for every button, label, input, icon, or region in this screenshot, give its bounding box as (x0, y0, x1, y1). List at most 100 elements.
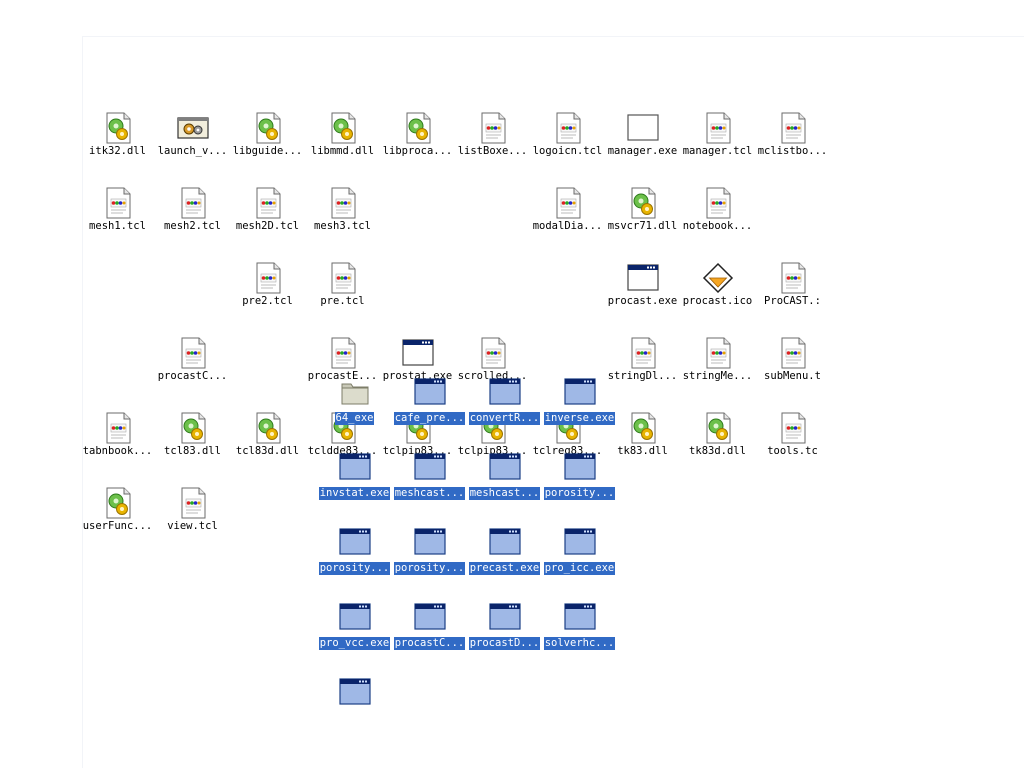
file-item-23[interactable]: procastE... (305, 336, 380, 411)
dragged-item-5[interactable]: meshcast... (392, 453, 467, 528)
folder-icon (338, 375, 372, 409)
exe-window-icon (338, 600, 372, 634)
dragged-item-15[interactable]: solverhc... (542, 603, 617, 678)
icon-label: modalDia... (532, 220, 603, 232)
icon-label: logoicn.tcl (532, 145, 603, 157)
icon-label: precast.exe (468, 562, 541, 575)
icon-label: procast.ico (682, 295, 753, 307)
icon-label: mesh1.tcl (89, 220, 146, 232)
tcl-file-icon (251, 186, 285, 220)
dll-file-icon (401, 111, 435, 145)
icon-label: itk32.dll (89, 145, 146, 157)
dragged-item-1[interactable]: cafe_pre... (392, 378, 467, 453)
icon-label: pro_icc.exe (543, 562, 616, 575)
icon-label: stringMe... (682, 370, 753, 382)
tcl-file-icon (701, 186, 735, 220)
tcl-file-icon (326, 336, 360, 370)
icon-label: stringDl... (607, 370, 678, 382)
dragged-item-3[interactable]: inverse.exe (542, 378, 617, 453)
file-item-7[interactable]: manager.exe (605, 111, 680, 186)
exe-window-icon (488, 600, 522, 634)
file-item-31[interactable]: tcl83d.dll (230, 411, 305, 486)
dragged-item-4[interactable]: invstat.exe (317, 453, 392, 528)
exe-window-icon (401, 336, 435, 370)
ico-file-icon (701, 261, 735, 295)
file-item-29[interactable]: tabnbook... (80, 411, 155, 486)
file-item-1[interactable]: launch_v... (155, 111, 230, 186)
icon-label: meshcast... (468, 487, 541, 500)
file-item-21[interactable]: ProCAST.: (755, 261, 830, 336)
file-item-10[interactable]: mesh1.tcl (80, 186, 155, 261)
exe-window-icon (338, 525, 372, 559)
dragged-item-13[interactable]: procastC... (392, 603, 467, 678)
dragged-item-10[interactable]: precast.exe (467, 528, 542, 603)
file-item-9[interactable]: mclistbo... (755, 111, 830, 186)
tcl-file-icon (701, 336, 735, 370)
dragged-item-6[interactable]: meshcast... (467, 453, 542, 528)
file-item-37[interactable]: tk83d.dll (680, 411, 755, 486)
exe-window-icon (413, 375, 447, 409)
exe-window-icon (488, 450, 522, 484)
file-item-25[interactable]: scrolled... (455, 336, 530, 411)
tcl-file-icon (776, 261, 810, 295)
file-item-16[interactable]: notebook... (680, 186, 755, 261)
icon-label: porosity... (393, 562, 466, 575)
file-item-28[interactable]: subMenu.t (755, 336, 830, 411)
file-item-4[interactable]: libproca... (380, 111, 455, 186)
dll-file-icon (251, 411, 285, 445)
file-item-20[interactable]: procast.ico (680, 261, 755, 336)
icon-label: inverse.exe (543, 412, 616, 425)
file-item-12[interactable]: mesh2D.tcl (230, 186, 305, 261)
file-item-17[interactable]: pre2.tcl (230, 261, 305, 336)
file-item-40[interactable]: view.tcl (155, 486, 230, 561)
file-item-30[interactable]: tcl83.dll (155, 411, 230, 486)
file-item-27[interactable]: stringMe... (680, 336, 755, 411)
dragged-item-11[interactable]: pro_icc.exe (542, 528, 617, 603)
file-item-14[interactable]: modalDia... (530, 186, 605, 261)
dll-file-icon (101, 486, 135, 520)
dragged-item-8[interactable]: porosity... (317, 528, 392, 603)
file-item-22[interactable]: procastC... (155, 336, 230, 411)
exe-window-icon (626, 261, 660, 295)
file-item-0[interactable]: itk32.dll (80, 111, 155, 186)
icon-label: ProCAST.: (764, 295, 821, 307)
dll-file-icon (626, 411, 660, 445)
tcl-file-icon (551, 111, 585, 145)
exe-window-icon (563, 450, 597, 484)
icon-label: porosity... (543, 487, 616, 500)
dragged-item-0[interactable]: 64_exe (317, 378, 392, 453)
icon-label: mesh2D.tcl (235, 220, 300, 232)
dragged-item-2[interactable]: convertR... (467, 378, 542, 453)
dragged-item-16[interactable] (317, 678, 392, 753)
file-item-36[interactable]: tk83.dll (605, 411, 680, 486)
dragged-item-14[interactable]: procastD... (467, 603, 542, 678)
file-item-3[interactable]: libmmd.dll (305, 111, 380, 186)
file-item-15[interactable]: msvcr71.dll (605, 186, 680, 261)
file-item-6[interactable]: logoicn.tcl (530, 111, 605, 186)
icon-label: view.tcl (167, 520, 218, 532)
file-item-18[interactable]: pre.tcl (305, 261, 380, 336)
file-item-13[interactable]: mesh3.tcl (305, 186, 380, 261)
tcl-file-icon (176, 486, 210, 520)
file-item-11[interactable]: mesh2.tcl (155, 186, 230, 261)
icon-label: procastC... (393, 637, 466, 650)
icon-label: userFunc... (82, 520, 153, 532)
file-item-19[interactable]: procast.exe (605, 261, 680, 336)
file-item-2[interactable]: libguide... (230, 111, 305, 186)
file-item-8[interactable]: manager.tcl (680, 111, 755, 186)
tcl-file-icon (326, 186, 360, 220)
icon-label: libguide... (232, 145, 303, 157)
file-item-26[interactable]: stringDl... (605, 336, 680, 411)
dragged-item-7[interactable]: porosity... (542, 453, 617, 528)
exe-window-icon (563, 600, 597, 634)
file-item-5[interactable]: listBoxe... (455, 111, 530, 186)
file-item-38[interactable]: tools.tc (755, 411, 830, 486)
dragged-item-12[interactable]: pro_vcc.exe (317, 603, 392, 678)
icon-label: manager.tcl (682, 145, 753, 157)
tcl-file-icon (476, 111, 510, 145)
exe-window-icon (338, 450, 372, 484)
icon-label: mclistbo... (757, 145, 828, 157)
dragged-item-9[interactable]: porosity... (392, 528, 467, 603)
file-item-39[interactable]: userFunc... (80, 486, 155, 561)
